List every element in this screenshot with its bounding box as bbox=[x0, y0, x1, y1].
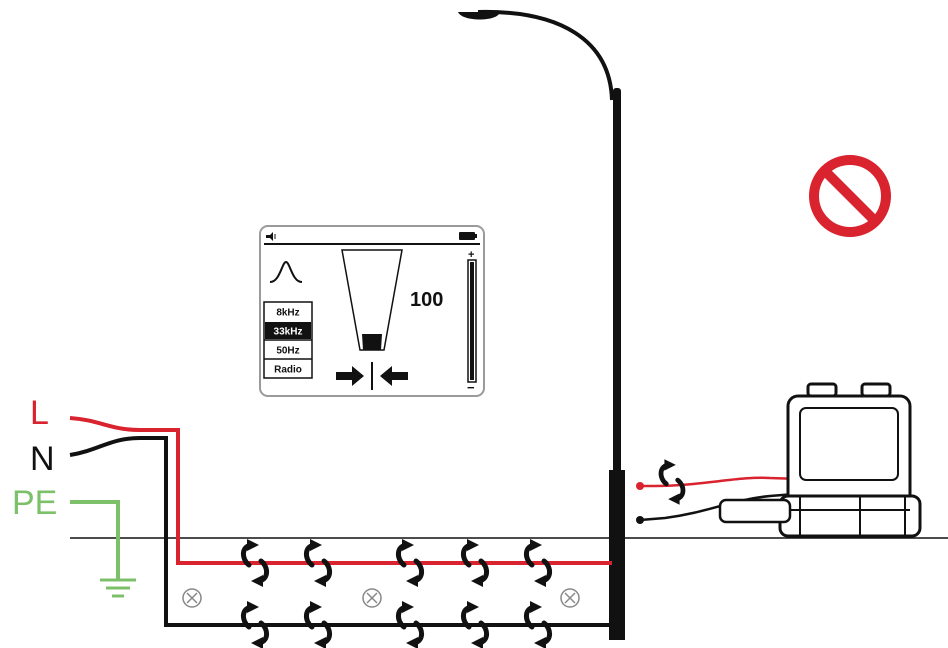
selected-frequency-highlight bbox=[265, 322, 311, 339]
neutral-label: N bbox=[30, 440, 55, 478]
frequency-option: 50Hz bbox=[276, 346, 299, 357]
speaker-icon bbox=[266, 232, 276, 241]
signal-current-icon bbox=[241, 601, 269, 648]
transmitter-connection bbox=[636, 459, 831, 524]
signal-current-icon bbox=[461, 601, 489, 648]
signal-bargraph bbox=[341, 249, 403, 351]
signal-current-icon bbox=[304, 539, 332, 587]
transmitter bbox=[718, 382, 922, 538]
frequency-option: 8kHz bbox=[276, 308, 299, 319]
signal-current-icon bbox=[396, 539, 424, 587]
transmitter-latch-right bbox=[860, 382, 892, 398]
lamp-pole-upper bbox=[613, 88, 621, 488]
earth-label: PE bbox=[12, 484, 57, 522]
transmitter-handle bbox=[718, 498, 792, 524]
street-lamp bbox=[458, 9, 625, 640]
lamp-pole-base bbox=[609, 470, 625, 640]
supply-wires bbox=[69, 416, 612, 627]
neutral-wire bbox=[69, 436, 612, 627]
signal-symbols-live bbox=[241, 539, 552, 587]
transmitter-latch-left bbox=[806, 382, 838, 398]
signal-reading: 100 bbox=[410, 289, 443, 311]
signal-current-icon bbox=[461, 539, 489, 587]
crossing-marker-icon bbox=[560, 588, 580, 608]
no-entry-icon bbox=[809, 155, 891, 237]
red-lead bbox=[640, 476, 831, 488]
null-arrows-icon bbox=[336, 362, 408, 390]
live-label: L bbox=[30, 394, 49, 432]
crossing-markers bbox=[182, 588, 580, 608]
frequency-option: Radio bbox=[274, 365, 302, 376]
lamp-head bbox=[458, 12, 500, 20]
signal-current-icon bbox=[396, 601, 424, 648]
signal-current-icon bbox=[524, 539, 552, 587]
gain-plus-label: + bbox=[468, 249, 474, 261]
lamp-arm bbox=[477, 9, 614, 101]
signal-current-icon bbox=[241, 539, 269, 587]
crossing-marker-icon bbox=[362, 588, 382, 608]
gain-minus-label: − bbox=[467, 380, 475, 395]
signal-clamp-icon bbox=[658, 459, 686, 505]
gain-bar bbox=[467, 259, 477, 383]
display-frame bbox=[259, 225, 485, 397]
crossing-marker-icon bbox=[182, 588, 202, 608]
peak-response-icon bbox=[269, 260, 303, 283]
earth-symbol-icon bbox=[100, 578, 136, 598]
battery-icon bbox=[459, 232, 477, 240]
signal-current-icon bbox=[658, 459, 686, 505]
earth-wire bbox=[70, 500, 120, 580]
frequency-option: 33kHz bbox=[274, 327, 303, 338]
live-wire bbox=[69, 416, 612, 565]
signal-symbols-neutral bbox=[241, 601, 552, 648]
signal-current-icon bbox=[304, 601, 332, 648]
signal-current-icon bbox=[524, 601, 552, 648]
